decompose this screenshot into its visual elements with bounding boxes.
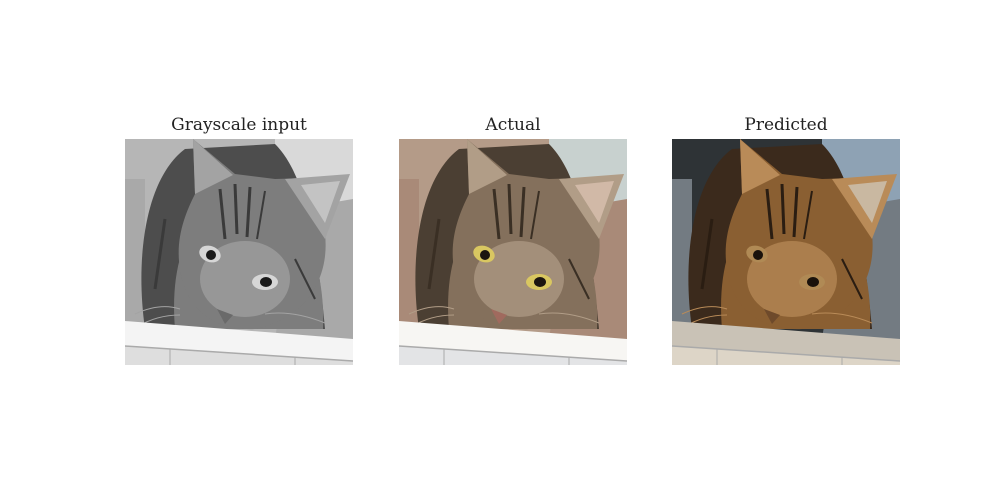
grayscale-title: Grayscale input [171,115,307,135]
predicted-panel: Predicted [672,113,900,365]
grayscale-cat-image [125,139,353,365]
actual-title: Actual [485,115,541,135]
actual-cat-image [399,139,627,365]
predicted-title: Predicted [744,115,828,135]
grayscale-panel: Grayscale input [125,113,353,365]
actual-panel: Actual [399,113,627,365]
predicted-cat-image [672,139,900,365]
